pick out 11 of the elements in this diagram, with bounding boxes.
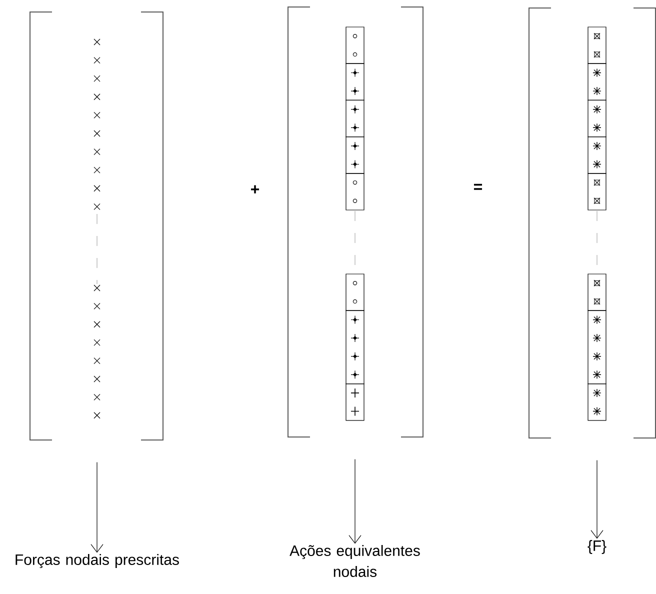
arrow [90,462,104,553]
operator-sign: + [251,185,260,194]
caption-text: Ações equivalentes nodais [290,544,420,577]
operator-sign: = [474,184,482,190]
arrow [590,460,604,539]
caption-text: {F} [588,540,606,554]
column-vector [528,8,656,438]
arrow [348,458,362,544]
column-vector [30,12,164,440]
column-vector [288,6,424,438]
caption-text: Forças nodais prescritas [16,554,179,568]
